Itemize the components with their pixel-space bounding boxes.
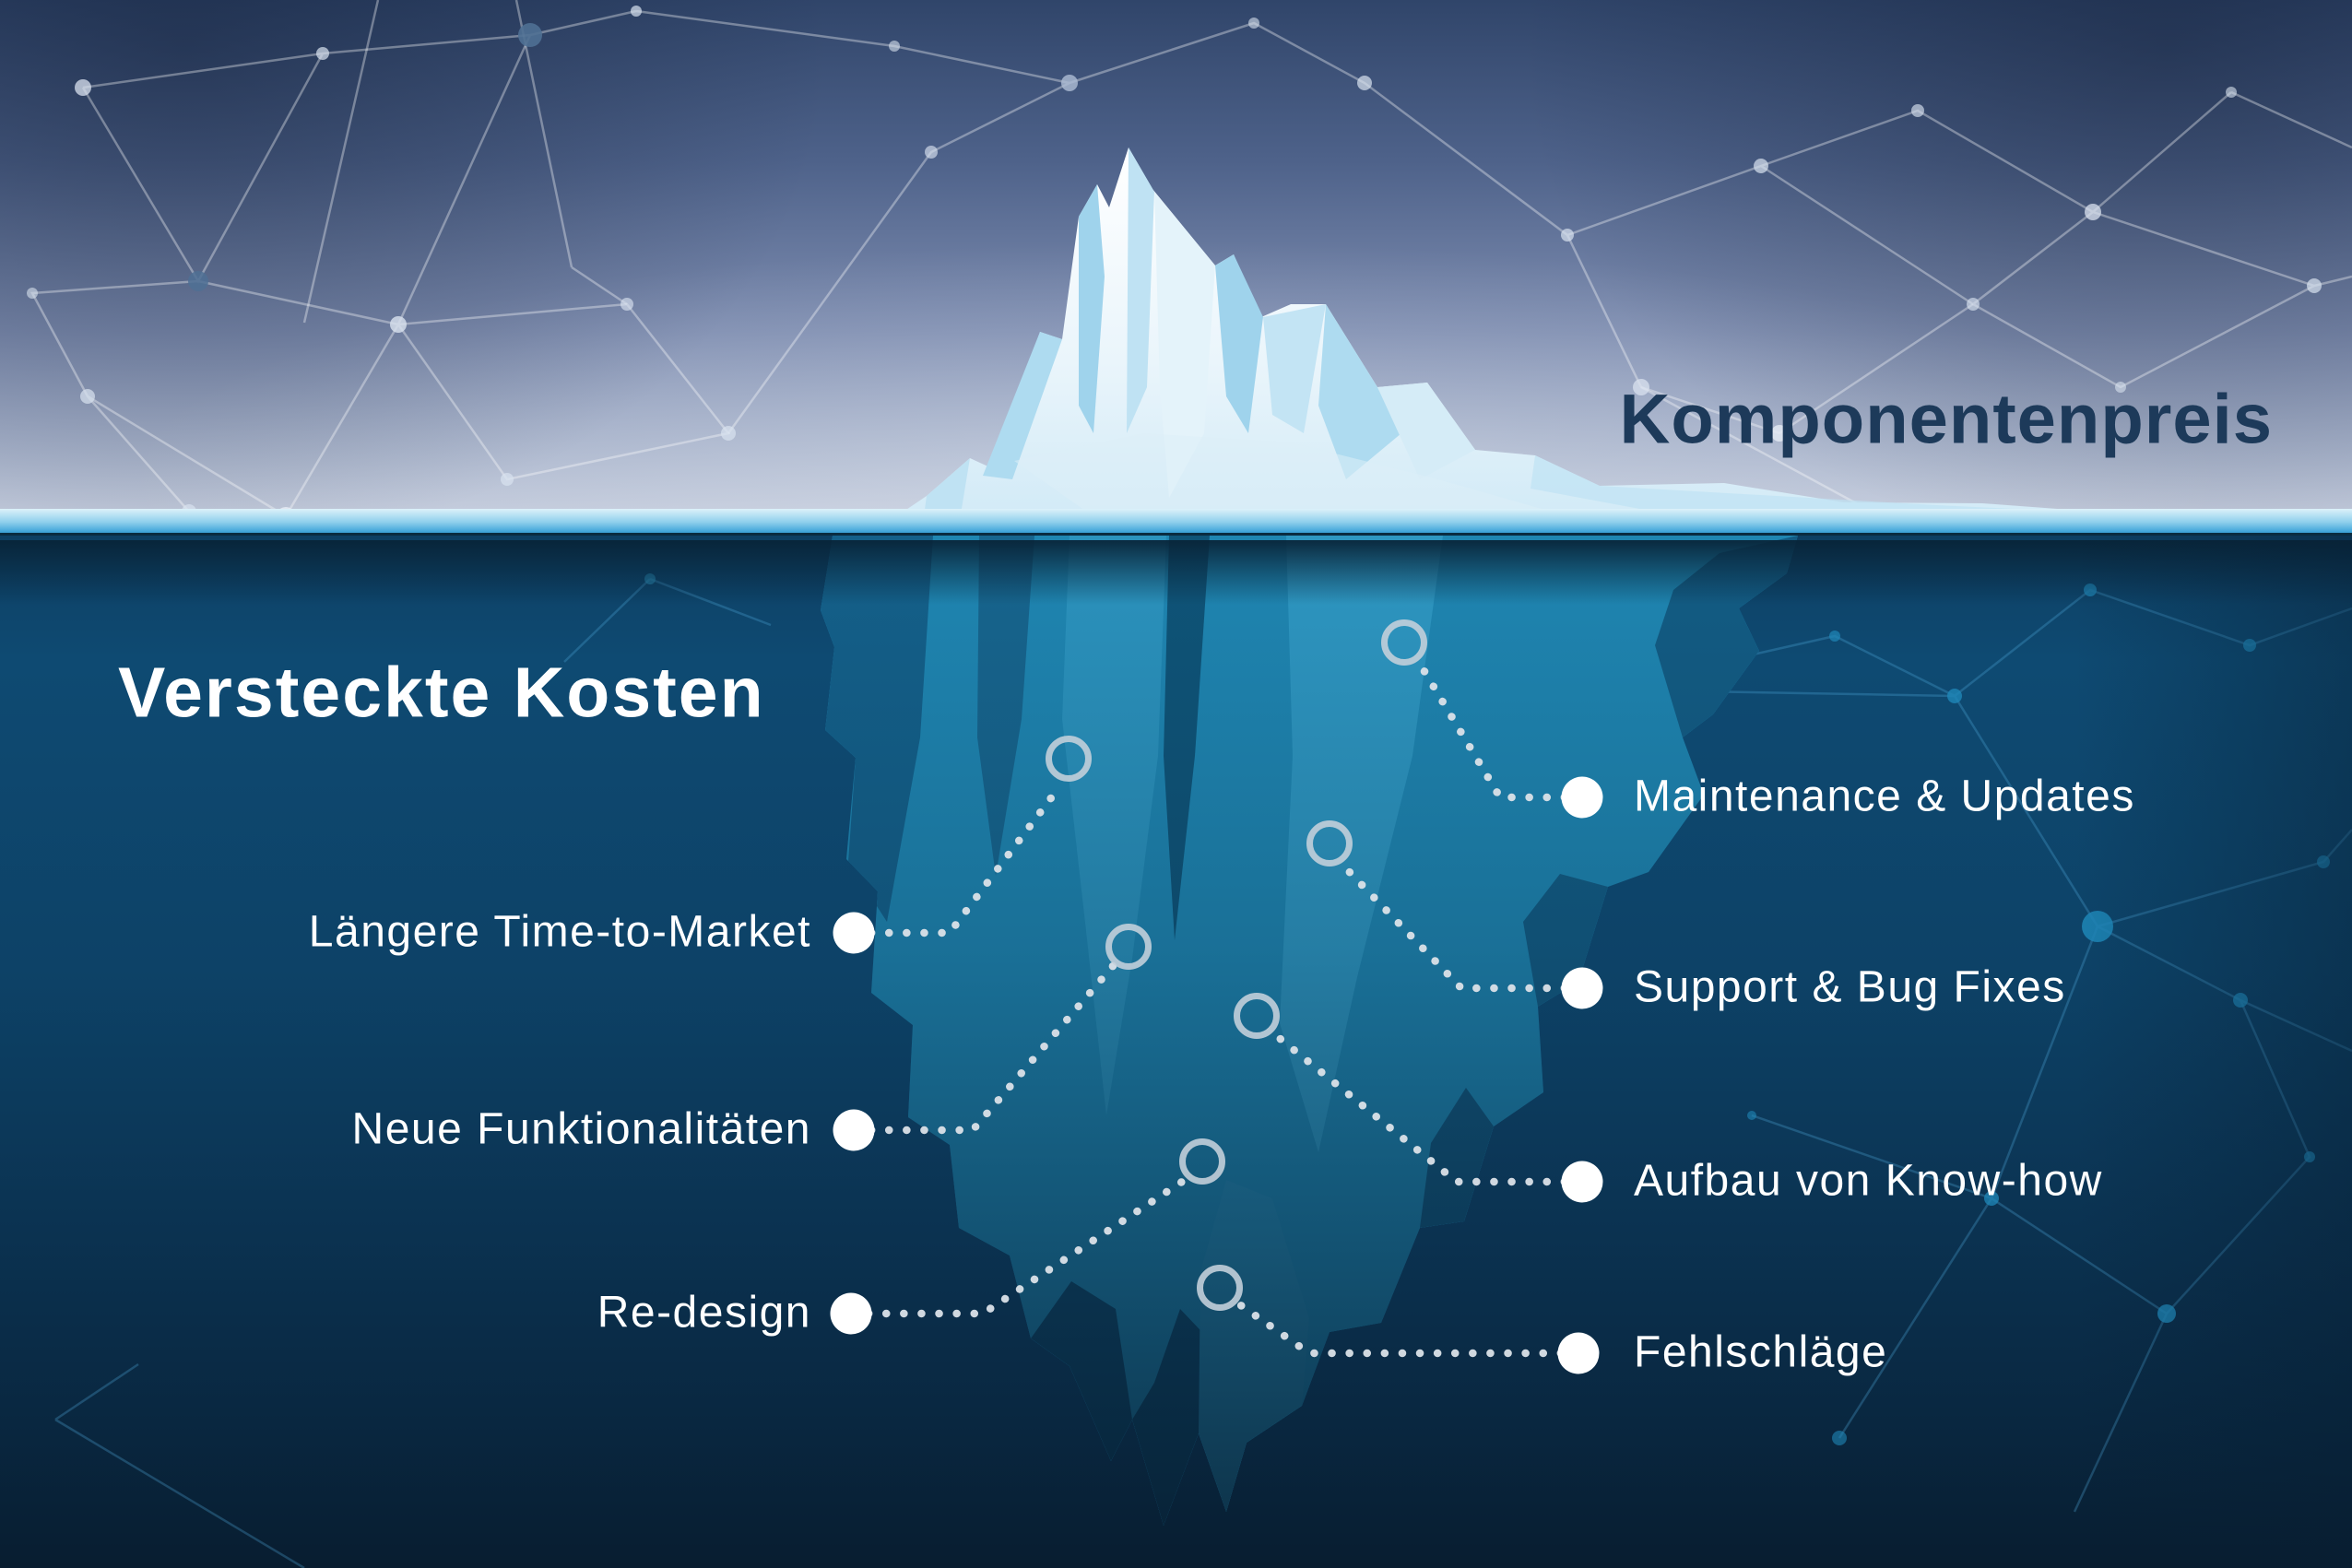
- ring-marker-time-to-market: [1046, 736, 1092, 782]
- right-edge-vignette: [2074, 536, 2352, 1568]
- label-maintenance-updates: Maintenance & Updates: [1634, 772, 2135, 821]
- label-fehlschlaege: Fehlschläge: [1634, 1327, 1888, 1377]
- waterline-shadow: [0, 540, 2352, 605]
- label-dot: [1561, 776, 1603, 819]
- ring-marker-fehlschlaege: [1197, 1265, 1243, 1311]
- connector-support: [1337, 859, 1587, 993]
- waterline: [0, 509, 2352, 540]
- sky-network: [27, 0, 2352, 525]
- title-versteckte-kosten: Versteckte Kosten: [118, 653, 765, 733]
- label-dot: [833, 1109, 875, 1151]
- ring-marker-support: [1306, 820, 1353, 867]
- label-dot: [1561, 967, 1603, 1009]
- ring-marker-redesign: [1179, 1138, 1225, 1185]
- label-dots: [830, 776, 1603, 1374]
- ring-marker-knowhow: [1234, 993, 1280, 1039]
- label-dot: [830, 1292, 872, 1335]
- title-komponentenpreis: Komponentenpreis: [1619, 380, 2273, 459]
- label-laengere-time-to-market: Längere Time-to-Market: [308, 907, 811, 957]
- ring-markers: [1046, 619, 1427, 1311]
- label-support-bug-fixes: Support & Bug Fixes: [1634, 962, 2066, 1012]
- connector-fehlschlaege: [1231, 1297, 1583, 1358]
- label-dot: [833, 912, 875, 954]
- label-dot: [1561, 1161, 1603, 1203]
- ring-marker-funktionalitaeten: [1105, 924, 1152, 970]
- label-dot: [1557, 1332, 1600, 1374]
- ring-marker-maintenance: [1381, 619, 1427, 666]
- connector-knowhow: [1268, 1028, 1587, 1186]
- iceberg-above-water: [804, 147, 2292, 536]
- label-neue-funktionalitaeten: Neue Funktionalitäten: [351, 1104, 811, 1154]
- connector-redesign: [846, 1173, 1192, 1318]
- connector-lines: [846, 654, 1587, 1358]
- connector-funktionalitaeten: [849, 961, 1117, 1135]
- connector-time-to-market: [849, 784, 1063, 937]
- label-re-design: Re-design: [597, 1288, 811, 1338]
- label-aufbau-von-know-how: Aufbau von Know-how: [1634, 1156, 2103, 1206]
